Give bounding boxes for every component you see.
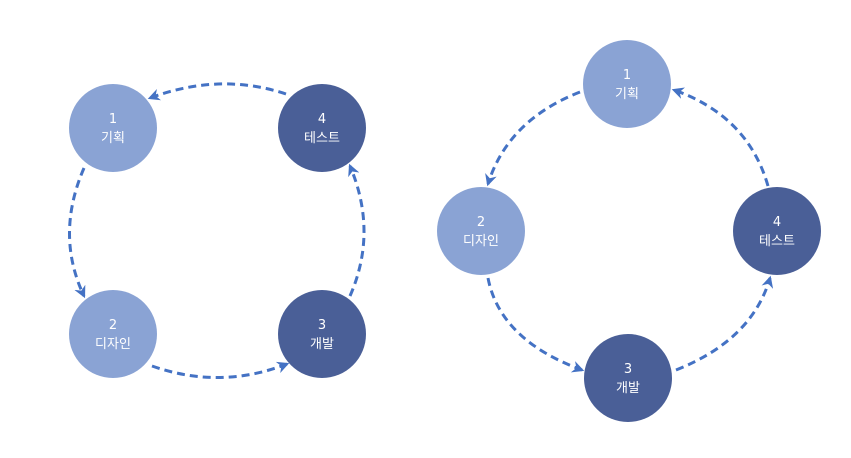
- arrow-4-to-1: [671, 87, 770, 187]
- node-development: 3 개발: [584, 334, 672, 422]
- left-cycle-diagram: 1 기획 2 디자인 3 개발 4 테스트: [68, 82, 366, 379]
- arrow-2-to-3: [151, 361, 290, 379]
- node-number: 4: [318, 112, 326, 127]
- node-test: 4 테스트: [733, 187, 821, 275]
- arrow-3-to-4: [348, 163, 366, 297]
- node-label: 디자인: [463, 234, 499, 249]
- arrow-2-to-3: [486, 277, 585, 373]
- node-planning: 1 기획: [69, 84, 157, 172]
- node-planning: 1 기획: [583, 40, 671, 128]
- node-number: 3: [624, 362, 632, 377]
- node-label: 테스트: [759, 234, 795, 249]
- arrow-3-to-4: [675, 275, 774, 372]
- node-number: 1: [623, 68, 631, 83]
- node-design: 2 디자인: [437, 187, 525, 275]
- node-design: 2 디자인: [69, 290, 157, 378]
- right-cycle-diagram: 1 기획 2 디자인 3 개발 4 테스트: [437, 40, 821, 422]
- node-label: 개발: [616, 381, 640, 396]
- node-label: 디자인: [95, 337, 131, 352]
- node-label: 기획: [615, 87, 639, 102]
- node-label: 개발: [310, 337, 334, 352]
- node-number: 1: [109, 112, 117, 127]
- arrow-1-to-2: [485, 90, 581, 187]
- node-development: 3 개발: [278, 290, 366, 378]
- node-label: 기획: [101, 131, 125, 146]
- node-number: 3: [318, 318, 326, 333]
- arrow-1-to-2: [68, 167, 86, 299]
- node-test: 4 테스트: [278, 84, 366, 172]
- node-number: 2: [477, 215, 485, 230]
- node-number: 4: [773, 215, 781, 230]
- node-label: 테스트: [304, 131, 340, 146]
- node-number: 2: [109, 318, 117, 333]
- arrow-4-to-1: [147, 82, 287, 101]
